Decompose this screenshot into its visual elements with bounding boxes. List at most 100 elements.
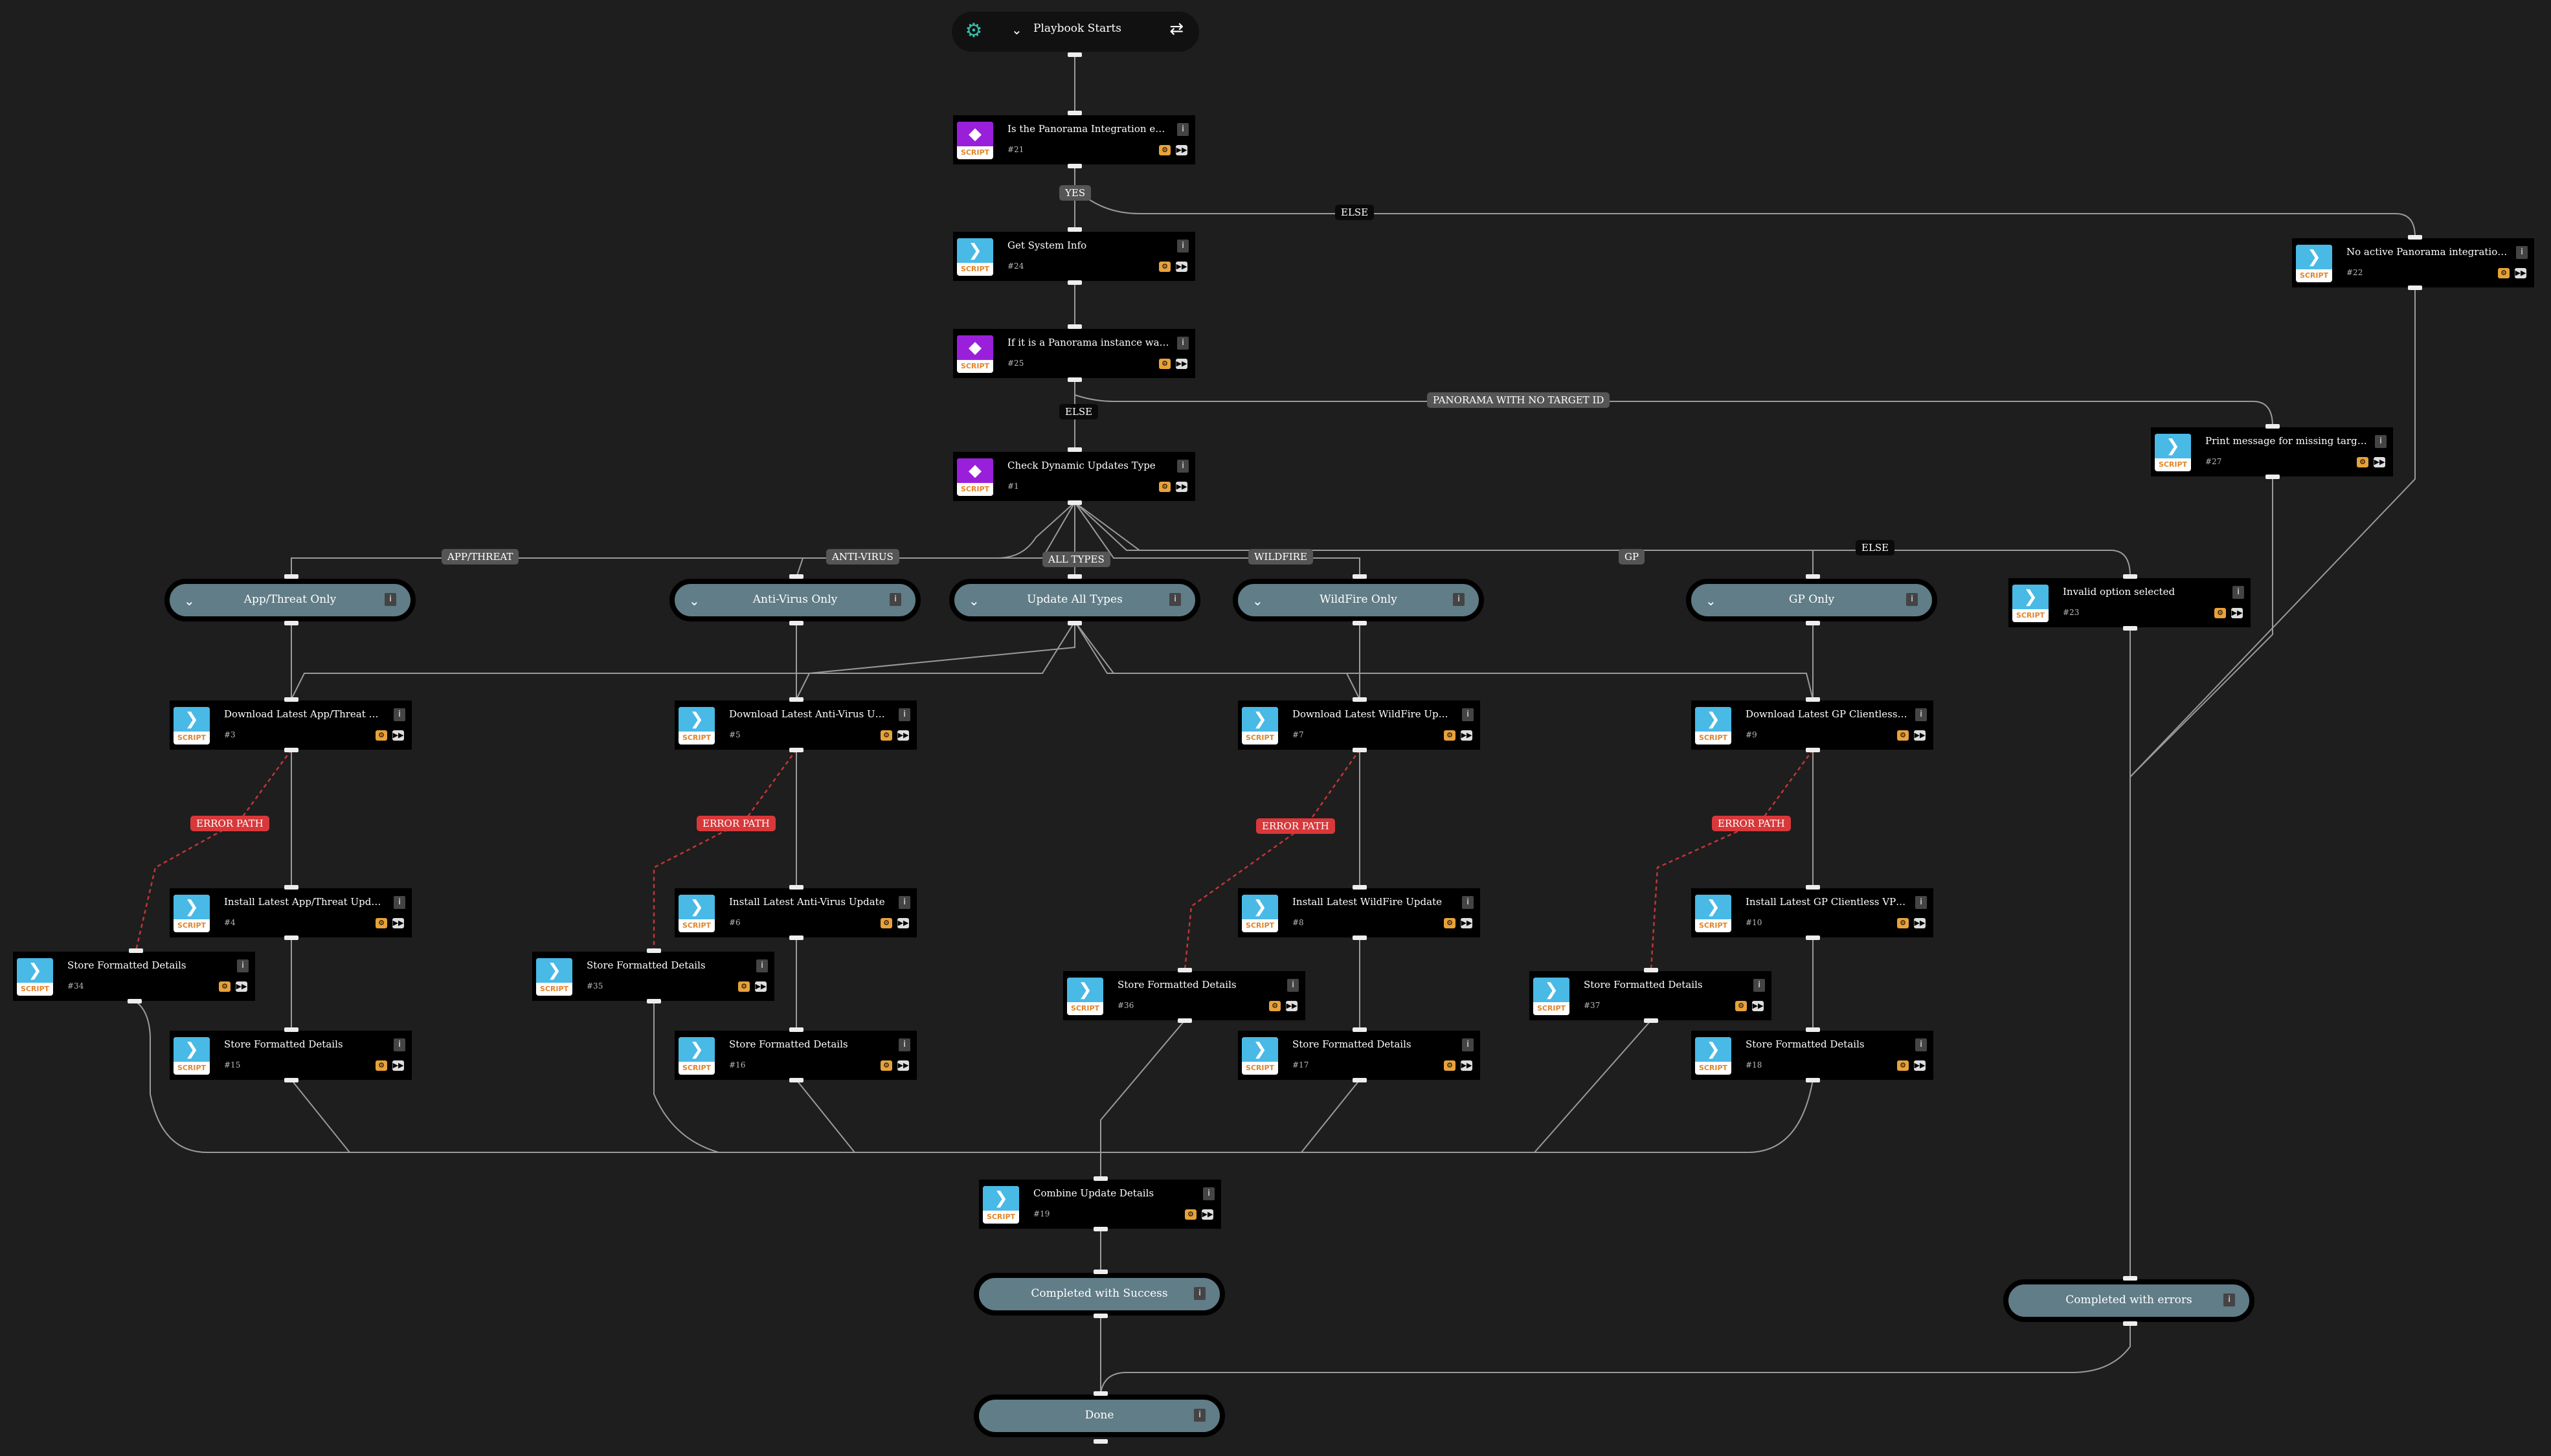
connector-port[interactable] [2265,424,2280,429]
connector-port[interactable] [1353,885,1367,890]
info-icon[interactable]: i [1203,1187,1215,1200]
connector-port[interactable] [1353,574,1367,579]
connector-port[interactable] [1094,1227,1108,1231]
info-icon[interactable]: i [1462,1038,1474,1051]
connector-port[interactable] [1068,164,1082,168]
info-icon[interactable]: i [394,708,405,721]
connector-port[interactable] [1068,621,1082,625]
connector-port[interactable] [1806,621,1820,625]
error-handling-icon[interactable]: ⚙ [1897,918,1909,928]
connector-port[interactable] [1806,748,1820,752]
connector-port[interactable] [1353,1027,1367,1032]
error-handling-icon[interactable]: ⚙ [1735,1001,1747,1011]
info-icon[interactable]: i [1169,593,1181,606]
connector-port[interactable] [1353,1078,1367,1082]
connector-port[interactable] [1068,52,1082,57]
connector-port[interactable] [1094,1391,1108,1396]
connector-port[interactable] [1094,1314,1108,1318]
info-icon[interactable]: i [2375,435,2387,448]
connector-port[interactable] [647,948,661,953]
connector-port[interactable] [1806,1078,1820,1082]
skip-icon[interactable]: ▶▶ [1286,1001,1298,1011]
connector-port[interactable] [1806,935,1820,940]
skip-icon[interactable]: ▶▶ [392,730,404,741]
info-icon[interactable]: i [899,708,910,721]
info-icon[interactable]: i [1453,593,1465,606]
connector-port[interactable] [2123,1321,2137,1326]
connector-port[interactable] [1094,1176,1108,1181]
connector-port[interactable] [647,999,661,1003]
info-icon[interactable]: i [237,959,249,972]
playbook-start-node[interactable]: ⚙ ⌄ Playbook Starts ⇄ [952,12,1199,52]
connector-port[interactable] [1068,574,1082,579]
connector-port[interactable] [1178,968,1192,972]
error-handling-icon[interactable]: ⚙ [738,981,750,992]
skip-icon[interactable]: ▶▶ [392,918,404,928]
info-icon[interactable]: i [1915,896,1927,909]
error-handling-icon[interactable]: ⚙ [1159,145,1171,155]
error-handling-icon[interactable]: ⚙ [881,918,892,928]
error-handling-icon[interactable]: ⚙ [219,981,230,992]
connector-port[interactable] [1094,1270,1108,1274]
skip-icon[interactable]: ▶▶ [1461,918,1472,928]
skip-icon[interactable]: ▶▶ [1461,730,1472,741]
error-handling-icon[interactable]: ⚙ [376,918,387,928]
error-handling-icon[interactable]: ⚙ [2357,457,2368,467]
connector-port[interactable] [1806,697,1820,702]
skip-icon[interactable]: ▶▶ [897,918,909,928]
connector-port[interactable] [789,885,804,890]
info-icon[interactable]: i [899,1038,910,1051]
connector-port[interactable] [1068,280,1082,285]
error-handling-icon[interactable]: ⚙ [1159,482,1171,492]
skip-icon[interactable]: ▶▶ [1176,359,1187,369]
connector-port[interactable] [1094,1439,1108,1444]
skip-icon[interactable]: ▶▶ [1461,1060,1472,1071]
chevron-down-icon[interactable]: ⌄ [1252,593,1263,609]
error-handling-icon[interactable]: ⚙ [1159,262,1171,272]
connector-port[interactable] [1353,935,1367,940]
connector-port[interactable] [789,1027,804,1032]
connector-port[interactable] [284,935,298,940]
error-handling-icon[interactable]: ⚙ [1897,1060,1909,1071]
chevron-down-icon[interactable]: ⌄ [1011,22,1022,38]
connector-port[interactable] [1068,377,1082,382]
info-icon[interactable]: i [2223,1294,2235,1306]
info-icon[interactable]: i [1287,979,1299,992]
skip-icon[interactable]: ▶▶ [392,1060,404,1071]
connector-port[interactable] [789,574,804,579]
connector-port[interactable] [2123,1276,2137,1281]
info-icon[interactable]: i [1915,1038,1927,1051]
skip-icon[interactable]: ▶▶ [1914,918,1926,928]
connector-port[interactable] [2408,286,2422,290]
connector-port[interactable] [2123,574,2137,579]
connector-port[interactable] [1353,697,1367,702]
connector-port[interactable] [284,1078,298,1082]
info-icon[interactable]: i [1915,708,1927,721]
info-icon[interactable]: i [890,593,901,606]
error-handling-icon[interactable]: ⚙ [376,730,387,741]
error-handling-icon[interactable]: ⚙ [1269,1001,1281,1011]
info-icon[interactable]: i [1906,593,1918,606]
chevron-down-icon[interactable]: ⌄ [969,593,980,609]
connector-port[interactable] [789,748,804,752]
